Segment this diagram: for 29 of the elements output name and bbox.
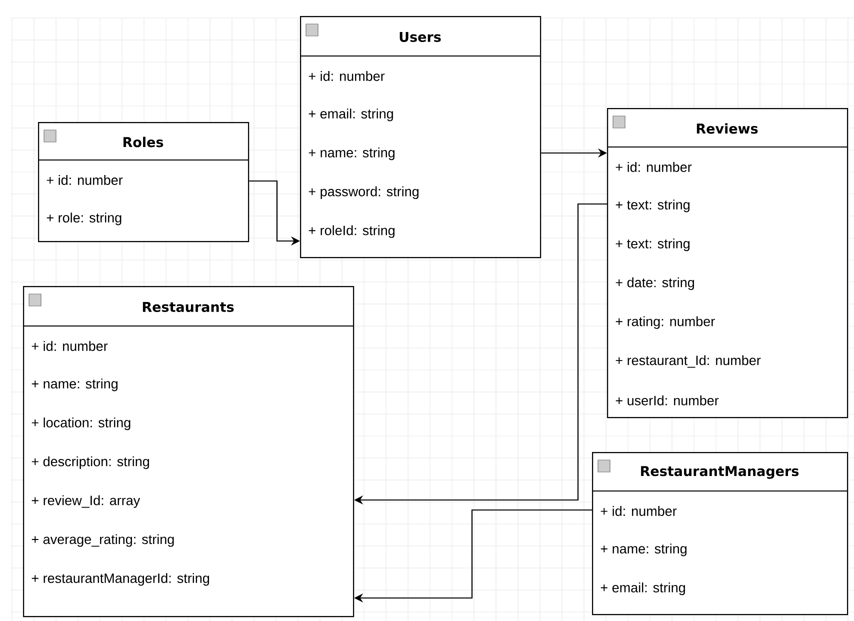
attribute-row: + userId: number	[616, 395, 719, 406]
attribute-row: + id: number	[616, 162, 692, 172]
attribute-row: + id: number	[46, 175, 123, 185]
attribute-row: + name: string	[600, 544, 686, 556]
attribute-row: + email: string	[308, 108, 393, 122]
attribute-row: + text: string	[616, 200, 690, 212]
table-title: RestaurantManagers	[641, 466, 799, 479]
attribute-row: + restaurantManagerId: string	[32, 573, 210, 586]
attribute-row: + rating: number	[616, 316, 715, 329]
attribute-row: + id: number	[32, 341, 108, 351]
table-title: Roles	[124, 136, 164, 148]
attribute-row: + id: number	[600, 506, 677, 516]
attribute-row: + location: string	[32, 418, 130, 430]
attribute-row: + name: string	[32, 378, 118, 392]
attribute-row: + name: string	[308, 148, 394, 160]
attribute-row: + average_rating: string	[32, 534, 174, 547]
attribute-row: + email: string	[600, 582, 685, 596]
attribute-row: + role: string	[46, 212, 122, 226]
attribute-row: + restaurant_Id: number	[616, 355, 761, 368]
attribute-row: + password: string	[308, 186, 418, 199]
attribute-row: + id: number	[308, 71, 385, 81]
attribute-row: + description: string	[32, 456, 149, 469]
table-title: Reviews	[696, 123, 758, 134]
attribute-row: + date: string	[616, 277, 694, 290]
attribute-row: + roleId: string	[308, 225, 394, 238]
table-title: Restaurants	[142, 302, 234, 312]
attribute-row: + text: string	[616, 238, 690, 252]
table-title: Users	[400, 32, 441, 42]
attribute-row: + review_Id: array	[32, 495, 140, 508]
